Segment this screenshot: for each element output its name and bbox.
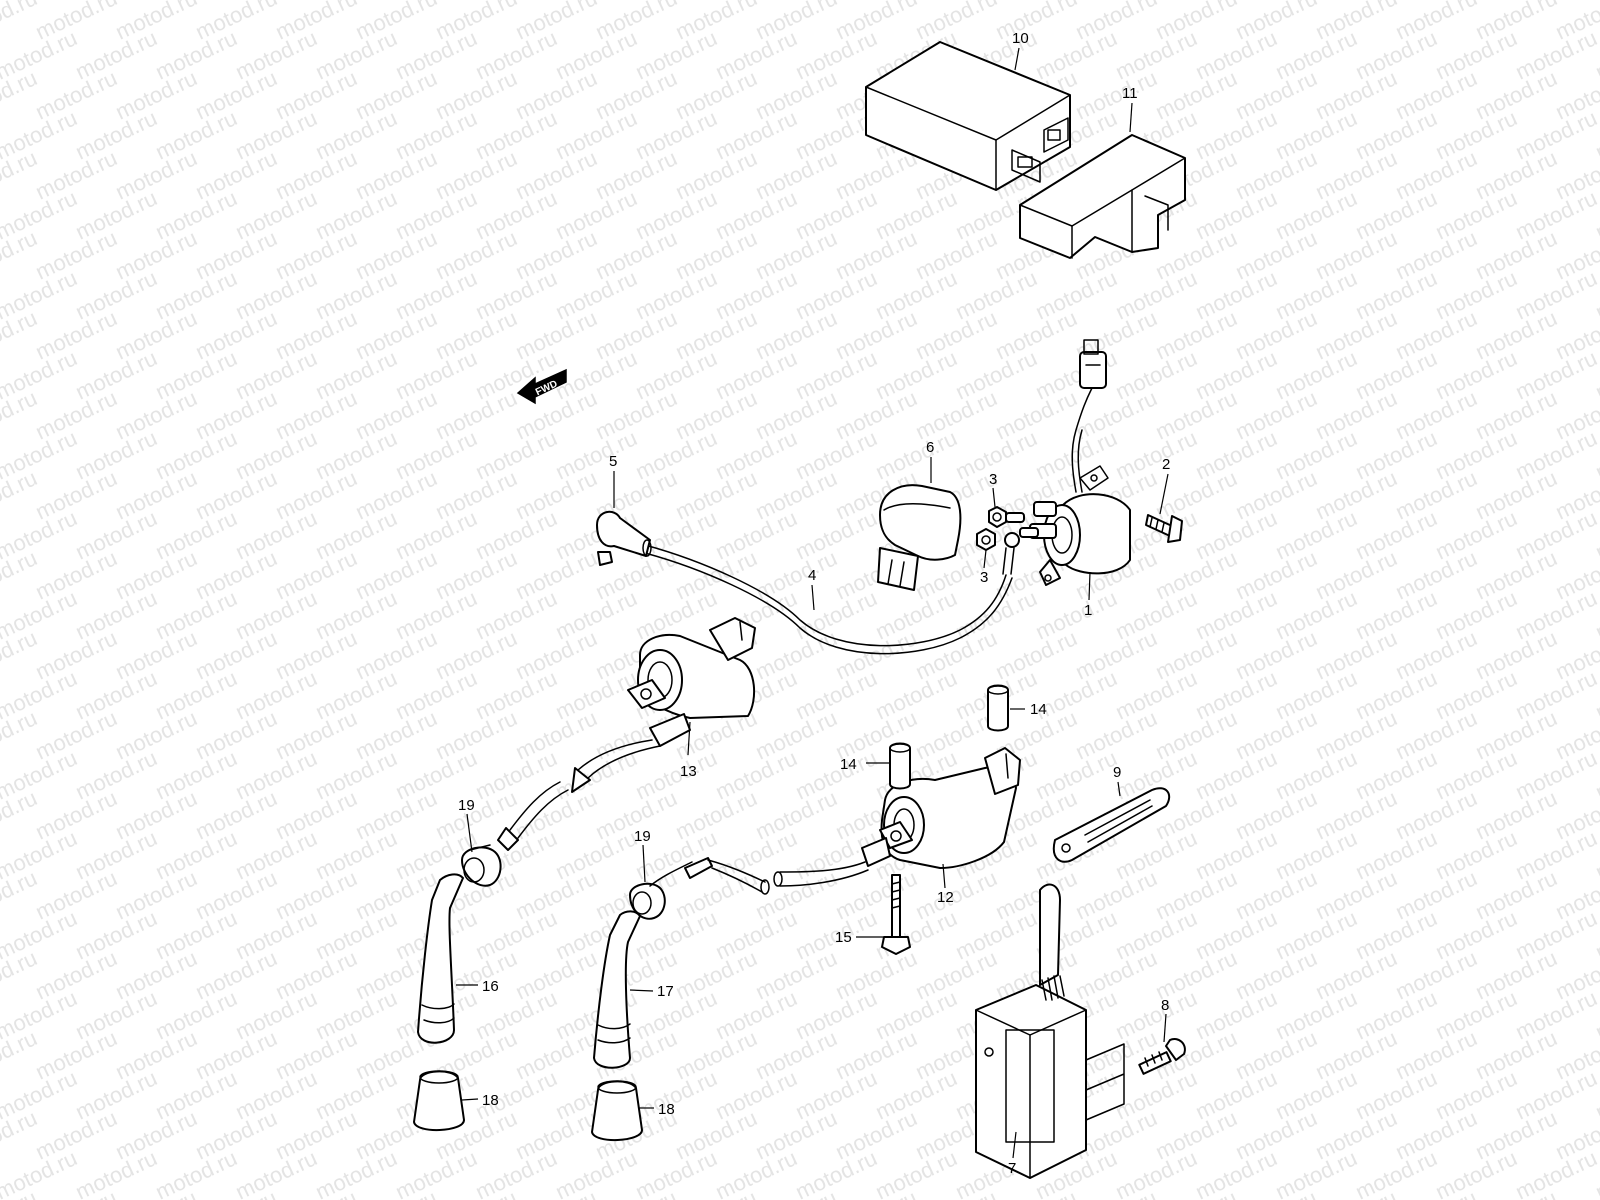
- watermark-text: motod.ru: [1512, 185, 1600, 244]
- fwd-arrow-icon: [516, 368, 567, 405]
- part-8-screw[interactable]: [1138, 1038, 1186, 1075]
- part-2-bolt[interactable]: [1145, 514, 1183, 543]
- callout-17: 17: [657, 983, 674, 1000]
- watermark-text: motod.ru: [1512, 425, 1600, 484]
- callout-16: 16: [482, 978, 499, 995]
- watermark-text: motod.ru: [1512, 105, 1600, 164]
- part-17-plug-cap[interactable]: [593, 910, 641, 1069]
- part-18-cap-cover-left[interactable]: [413, 1070, 465, 1132]
- callout-7: 7: [1008, 1160, 1016, 1177]
- callout-19-right: 19: [634, 828, 651, 845]
- watermark-text: motod.ru: [1512, 985, 1600, 1044]
- part-7-regulator-rectifier[interactable]: [975, 883, 1125, 1179]
- watermark-text: motod.ru: [1512, 665, 1600, 724]
- part-3-nuts[interactable]: [976, 506, 1039, 551]
- callout-6: 6: [926, 439, 934, 456]
- part-15-bolt[interactable]: [881, 874, 911, 955]
- callout-14-upper: 14: [1030, 701, 1047, 718]
- part-14-collar-upper[interactable]: [987, 684, 1009, 732]
- leader-lines: [456, 47, 1169, 1159]
- watermark-text: motod.ru: [1512, 905, 1600, 964]
- part-19-boot-left[interactable]: [461, 844, 502, 887]
- part-11-relay[interactable]: [1019, 134, 1186, 259]
- watermark-text: motod.ru: [1512, 745, 1600, 804]
- callout-18-left: 18: [482, 1092, 499, 1109]
- watermark-text: motod.ru: [1512, 825, 1600, 884]
- callout-19-left: 19: [458, 797, 475, 814]
- watermark-text: motod.ru: [1512, 505, 1600, 564]
- callout-10: 10: [1012, 30, 1029, 47]
- callout-14-lower: 14: [840, 756, 857, 773]
- part-10-cdi-unit[interactable]: [865, 41, 1071, 191]
- callout-8: 8: [1161, 997, 1169, 1014]
- watermark-text: motod.ru: [1512, 1145, 1600, 1200]
- part-16-plug-cap[interactable]: [417, 873, 464, 1044]
- part-19-boot-right[interactable]: [629, 857, 770, 920]
- part-9-bracket[interactable]: [1052, 787, 1171, 863]
- watermark-text: motod.ru: [1512, 25, 1600, 84]
- part-1-starter-relay[interactable]: [1029, 339, 1131, 586]
- callout-2: 2: [1162, 456, 1170, 473]
- callout-11: 11: [1122, 85, 1138, 102]
- part-12-ignition-coil[interactable]: [773, 747, 1021, 887]
- callout-15: 15: [835, 929, 852, 946]
- callout-13: 13: [680, 763, 697, 780]
- callout-9: 9: [1113, 764, 1121, 781]
- part-13-ignition-coil[interactable]: [497, 617, 756, 851]
- watermark-text: motod.ru: [1512, 1065, 1600, 1124]
- callout-3-upper: 3: [989, 471, 997, 488]
- part-4-starter-cable[interactable]: [644, 532, 1020, 655]
- watermark-text: motod.ru: [1512, 345, 1600, 404]
- fwd-label: FWD: [534, 379, 559, 399]
- callout-5: 5: [609, 453, 617, 470]
- part-5-terminal-cap[interactable]: [596, 510, 652, 566]
- callout-18-right: 18: [658, 1101, 675, 1118]
- callout-4: 4: [808, 567, 816, 584]
- callout-numbers: 10 11 6 3 3 2 1 5 4 13 14 14 9 12 15 19 …: [458, 30, 1170, 1177]
- part-18-cap-cover-right[interactable]: [591, 1080, 643, 1142]
- callout-12: 12: [937, 889, 954, 906]
- watermark-text: motod.ru: [1512, 265, 1600, 324]
- callout-1: 1: [1084, 602, 1092, 619]
- callout-3-lower: 3: [980, 569, 988, 586]
- watermark-text: motod.ru: [1512, 585, 1600, 644]
- part-14-collar-lower[interactable]: [889, 742, 911, 790]
- part-6-relay-cover[interactable]: [877, 484, 962, 591]
